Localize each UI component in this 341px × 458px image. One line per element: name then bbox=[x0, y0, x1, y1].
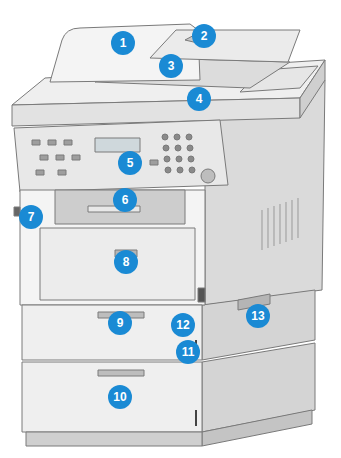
keypad-key bbox=[189, 167, 195, 173]
paper-tray bbox=[22, 362, 202, 432]
callout-number: 8 bbox=[114, 250, 138, 274]
vent-slot bbox=[286, 202, 287, 242]
keypad-key bbox=[187, 145, 193, 151]
vent-slot bbox=[298, 198, 299, 238]
vent-slot bbox=[262, 210, 263, 250]
keypad-key bbox=[164, 156, 170, 162]
callout-number: 12 bbox=[171, 313, 195, 337]
callout-number: 10 bbox=[108, 385, 132, 409]
keypad-key bbox=[165, 167, 171, 173]
keypad-key bbox=[186, 134, 192, 140]
panel-button bbox=[64, 140, 72, 145]
keypad-key bbox=[177, 167, 183, 173]
power-switch bbox=[198, 288, 205, 302]
tray-handle bbox=[98, 370, 144, 376]
bypass-tray bbox=[40, 228, 195, 300]
panel-button bbox=[40, 155, 48, 160]
front-cover bbox=[20, 190, 205, 305]
callout-number: 3 bbox=[159, 54, 183, 78]
vent-slot bbox=[292, 200, 293, 240]
vent-slot bbox=[268, 208, 269, 248]
callout-number: 2 bbox=[192, 24, 216, 48]
paper-tray bbox=[22, 305, 202, 360]
keypad-key bbox=[188, 156, 194, 162]
callout-number: 9 bbox=[108, 311, 132, 335]
base-side bbox=[202, 410, 312, 446]
panel-button bbox=[48, 140, 56, 145]
vent-slot bbox=[280, 204, 281, 244]
callout-number: 5 bbox=[118, 151, 142, 175]
vent-slot bbox=[274, 206, 275, 246]
callout-number: 4 bbox=[187, 87, 211, 111]
keypad-key bbox=[174, 134, 180, 140]
paper-level bbox=[195, 410, 197, 426]
panel-button bbox=[36, 170, 44, 175]
panel-button bbox=[58, 170, 66, 175]
scanner-front bbox=[12, 98, 300, 126]
keypad-key bbox=[175, 145, 181, 151]
panel-button bbox=[32, 140, 40, 145]
callout-number: 6 bbox=[113, 188, 137, 212]
control-panel bbox=[14, 120, 228, 192]
panel-button bbox=[56, 155, 64, 160]
keypad-key bbox=[163, 145, 169, 151]
printer-body bbox=[12, 24, 325, 446]
callout-number: 1 bbox=[111, 31, 135, 55]
callout-number: 7 bbox=[19, 205, 43, 229]
panel-button bbox=[150, 160, 158, 165]
panel-button bbox=[72, 155, 80, 160]
keypad-key bbox=[176, 156, 182, 162]
printer-base bbox=[26, 432, 202, 446]
start-button bbox=[201, 169, 215, 183]
callout-number: 13 bbox=[246, 304, 270, 328]
callout-number: 11 bbox=[176, 340, 200, 364]
keypad-key bbox=[162, 134, 168, 140]
panel-display bbox=[95, 138, 140, 152]
